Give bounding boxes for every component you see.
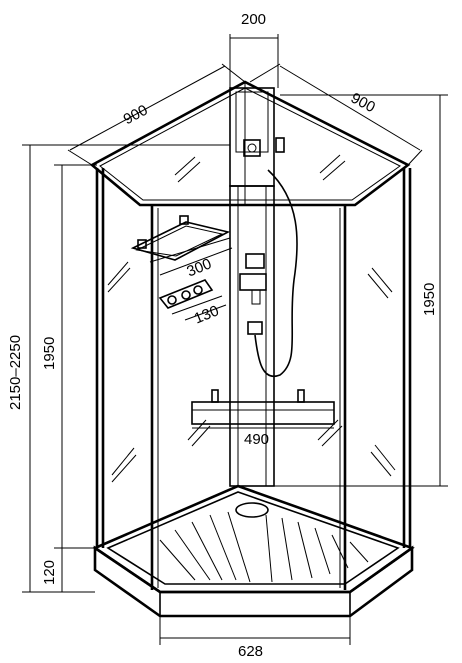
dim-right-side: 900 <box>348 89 378 116</box>
mixer-valve-icon <box>239 253 267 335</box>
dim-top-width: 200 <box>241 11 266 28</box>
dimension-lines <box>22 34 448 645</box>
glass-shelf <box>130 215 231 263</box>
shower-tray <box>92 484 415 618</box>
dim-front-width: 628 <box>238 643 263 660</box>
dim-seat-width: 490 <box>244 431 269 448</box>
glass-hatch-icon <box>107 154 396 483</box>
shower-hose-icon <box>254 169 298 378</box>
dim-cabin-height-left: 1950 <box>41 337 58 370</box>
dim-hook-width: 130 <box>192 302 222 327</box>
shower-head-icon <box>243 139 261 157</box>
towel-hooks <box>158 279 223 315</box>
fold-seat <box>191 389 335 425</box>
dim-left-side: 900 <box>121 102 151 129</box>
cabin-frame <box>95 168 412 590</box>
dim-overall-height: 2150–2250 <box>7 335 24 410</box>
dim-cabin-height-right: 1950 <box>421 283 438 316</box>
dim-tray-height: 120 <box>41 560 58 585</box>
cabin-roof <box>89 80 411 207</box>
dim-shelf-width: 300 <box>184 255 214 280</box>
shower-column <box>229 87 285 487</box>
